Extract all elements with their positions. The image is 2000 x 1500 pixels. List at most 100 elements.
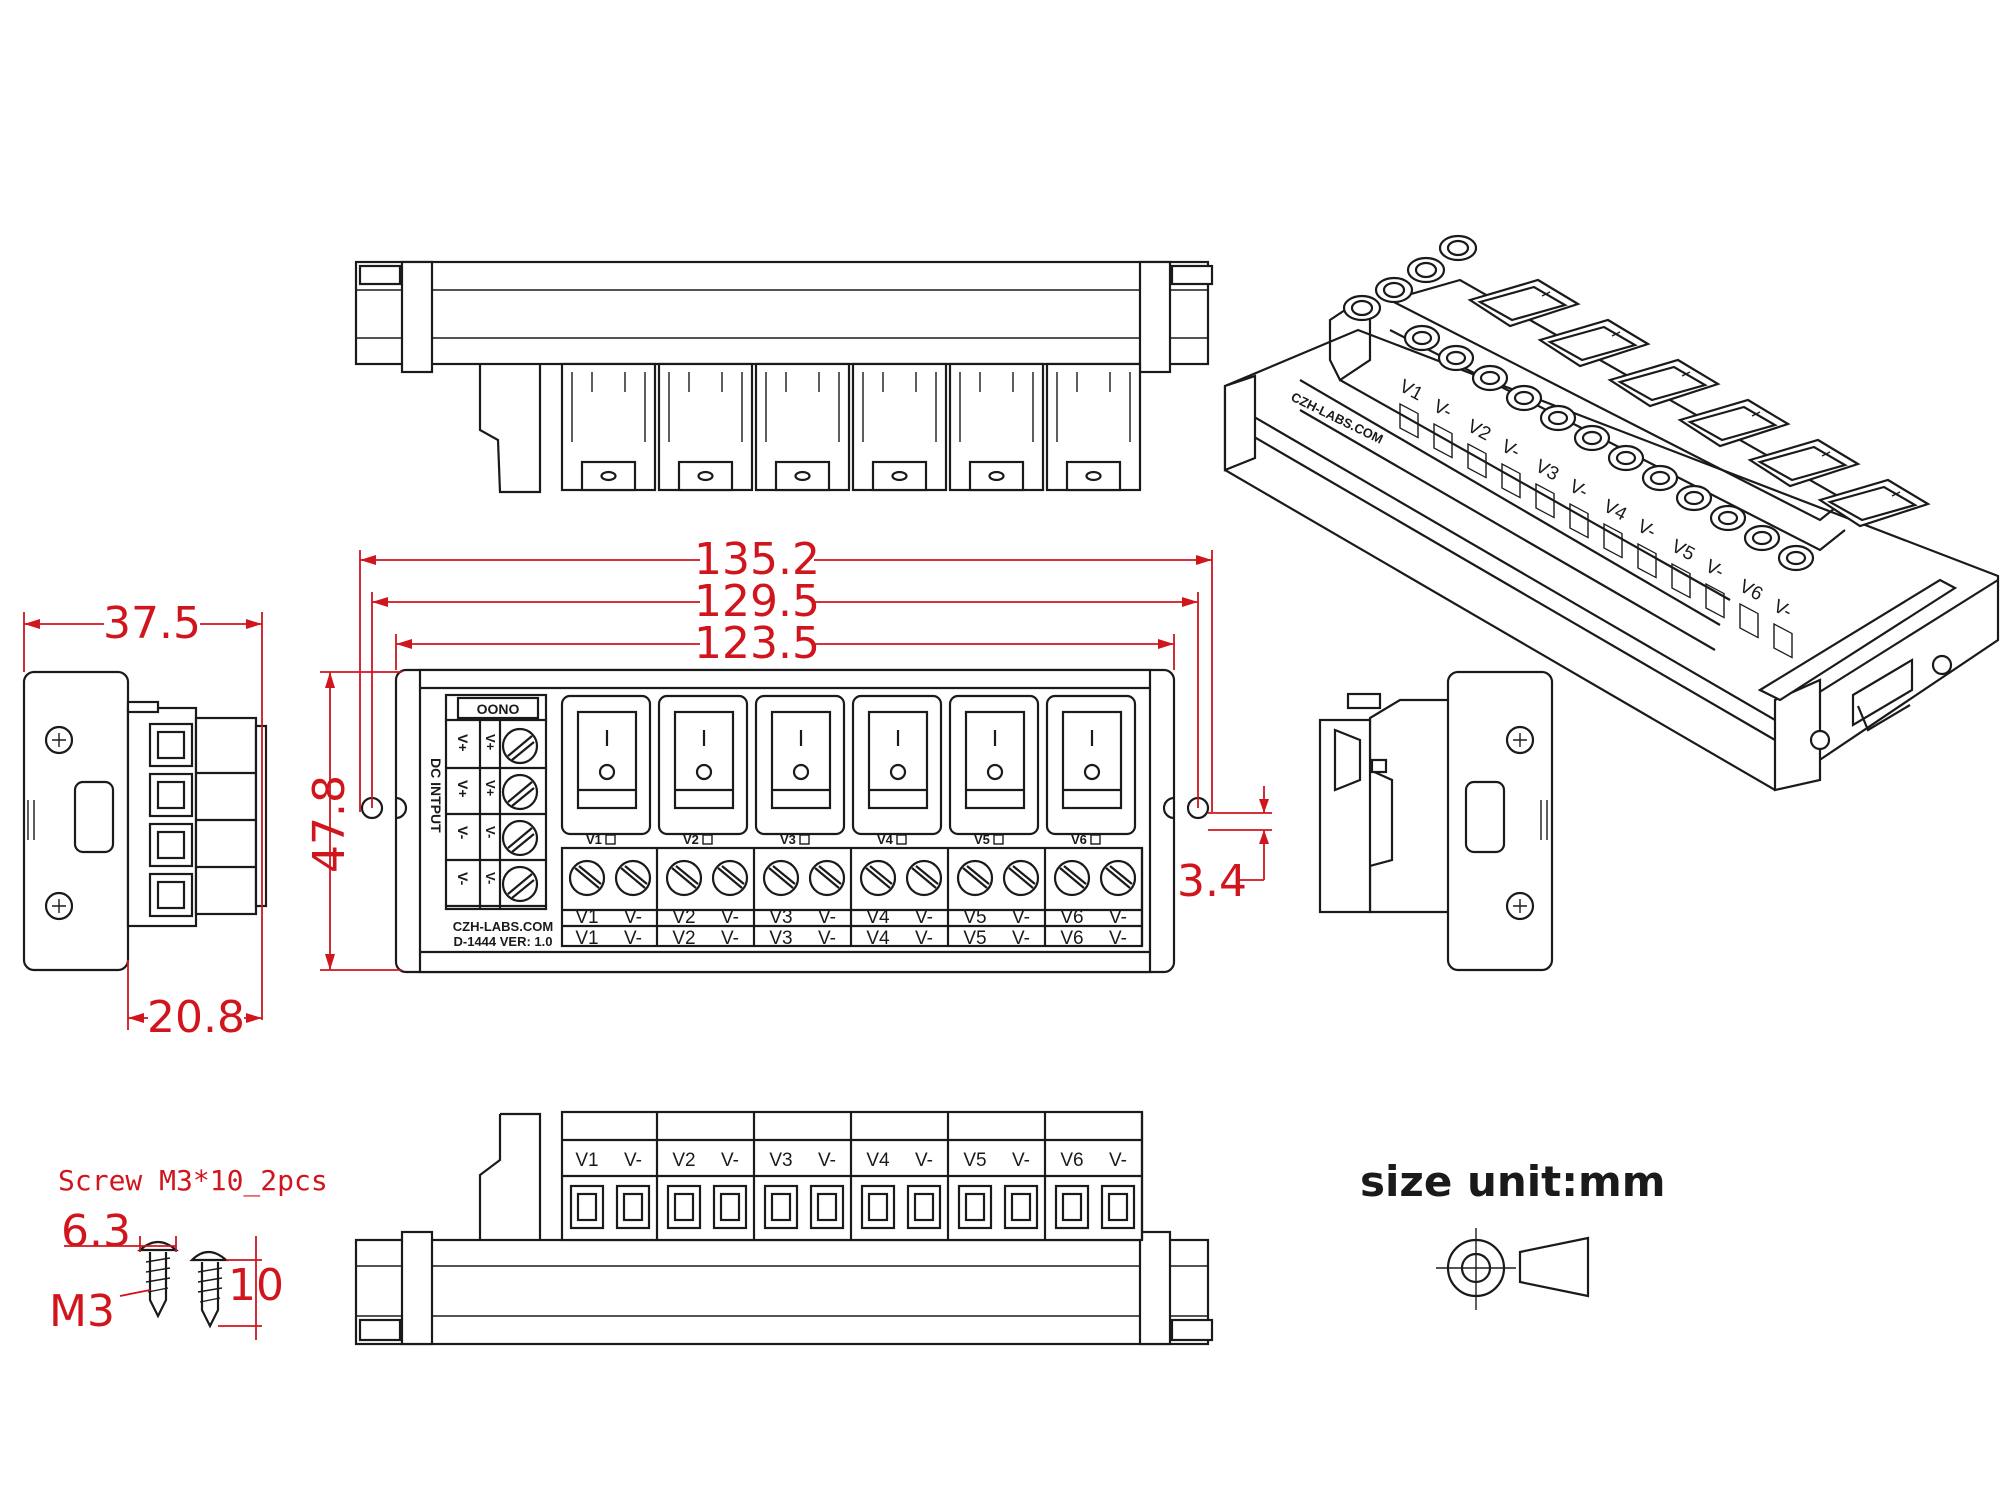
- rocker-switch-3[interactable]: [754, 694, 846, 836]
- bottom-terminal-label: V-: [818, 1150, 836, 1171]
- led-label: V6: [1071, 832, 1087, 847]
- rocker-switch-2[interactable]: [657, 694, 749, 836]
- terminal-label-small: V3: [769, 907, 792, 928]
- input-indicator-text: OONO: [477, 701, 520, 717]
- bottom-terminal-label: V2: [672, 1150, 695, 1171]
- terminal-label: V4: [866, 928, 890, 949]
- dim-rail-depth: 20.8: [147, 992, 245, 1043]
- right-side-view: [1318, 670, 1554, 972]
- input-screw[interactable]: [501, 865, 539, 903]
- screw-title: Screw M3*10_2pcs: [58, 1164, 328, 1198]
- led-indicator: [896, 834, 907, 845]
- dc-input-label: DC INTPUT: [428, 758, 444, 833]
- led-label: V1: [586, 832, 602, 847]
- terminal-label-small: V4: [866, 907, 890, 928]
- rocker-switch-6[interactable]: [1045, 694, 1137, 836]
- screw-terminal[interactable]: [859, 859, 897, 897]
- input-terminal-label-small: V+: [483, 734, 498, 751]
- bottom-terminal-label: V-: [915, 1150, 933, 1171]
- dimensions: 135.2 129.5 123.5 47.8 3.4: [23, 534, 1272, 1043]
- screw-terminal[interactable]: [1099, 859, 1137, 897]
- top-switch-housing: [1045, 362, 1142, 492]
- terminal-label: V-: [721, 928, 739, 949]
- led-indicator: [702, 834, 713, 845]
- input-screw[interactable]: [501, 773, 539, 811]
- terminal-label-small: V-: [1109, 907, 1127, 928]
- terminal-label-small: V2: [672, 907, 695, 928]
- screw-terminal[interactable]: [665, 859, 703, 897]
- rocker-switch-1[interactable]: [560, 694, 652, 836]
- led-indicator: [605, 834, 616, 845]
- input-terminal-label: V-: [455, 826, 471, 840]
- bottom-terminal-label: V-: [1109, 1150, 1127, 1171]
- size-unit-label: size unit:mm: [1360, 1157, 1666, 1206]
- input-terminal-label-small: V-: [483, 826, 498, 838]
- screw-head-dim: 6.3: [61, 1206, 131, 1257]
- terminal-label: V6: [1060, 928, 1083, 949]
- screw-terminal[interactable]: [762, 859, 800, 897]
- input-terminal-label-small: V+: [483, 780, 498, 797]
- screw-terminal[interactable]: [905, 859, 943, 897]
- board-version: D-1444 VER: 1.0: [454, 934, 553, 949]
- screw-terminal[interactable]: [1053, 859, 1091, 897]
- bottom-terminal-label: V-: [721, 1150, 739, 1171]
- terminal-label: V-: [1109, 928, 1127, 949]
- terminal-label-small: V-: [818, 907, 836, 928]
- led-label: V5: [974, 832, 990, 847]
- screw-terminal[interactable]: [568, 859, 606, 897]
- screw-thread: M3: [49, 1286, 115, 1337]
- top-view: [354, 260, 1214, 494]
- terminal-label-small: V-: [721, 907, 739, 928]
- top-switch-housing: [560, 362, 657, 492]
- input-terminal-label: V+: [455, 780, 471, 798]
- bottom-terminal-label: V4: [866, 1150, 890, 1171]
- input-terminal-label: V+: [455, 734, 471, 752]
- led-label: V2: [683, 832, 699, 847]
- led-label: V4: [877, 832, 894, 847]
- screw-terminal[interactable]: [1002, 859, 1040, 897]
- screw-length: 10: [228, 1260, 284, 1311]
- screw-terminal[interactable]: [711, 859, 749, 897]
- terminal-label-small: V-: [624, 907, 642, 928]
- terminal-label-small: V1: [575, 907, 598, 928]
- dim-depth: 37.5: [103, 598, 201, 649]
- isometric-view: V1V-V2V-V3V-V4V-V5V-V6V- CZH-LABS.COM: [1223, 234, 2000, 792]
- terminal-label: V1: [575, 928, 598, 949]
- terminal-label-small: V-: [915, 907, 933, 928]
- input-terminal-label: V-: [455, 872, 471, 886]
- terminal-label: V2: [672, 928, 695, 949]
- led-indicator: [1090, 834, 1101, 845]
- bottom-terminal-label: V3: [769, 1150, 792, 1171]
- terminal-label-small: V6: [1060, 907, 1083, 928]
- bottom-terminal-label: V-: [624, 1150, 642, 1171]
- top-switch-housing: [754, 362, 851, 492]
- bottom-terminal-label: V-: [1012, 1150, 1030, 1171]
- led-indicator: [799, 834, 810, 845]
- rocker-switch-4[interactable]: [851, 694, 943, 836]
- projection-symbol: [1436, 1228, 1590, 1310]
- bottom-view: V1 V- V2 V- V3 V- V4 V- V5 V- V6 V-: [354, 1110, 1214, 1346]
- left-side-view: V+V+V-V-: [22, 670, 268, 972]
- board-brand: CZH-LABS.COM: [453, 919, 553, 934]
- input-screw[interactable]: [501, 819, 539, 857]
- screw-terminal[interactable]: [614, 859, 652, 897]
- screw-terminal[interactable]: [956, 859, 994, 897]
- bottom-terminal-label: V5: [963, 1150, 986, 1171]
- bottom-terminal-label: V1: [575, 1150, 598, 1171]
- rocker-switch-5[interactable]: [948, 694, 1040, 836]
- terminal-label: V-: [624, 928, 642, 949]
- input-terminal-label-small: V-: [483, 872, 498, 884]
- terminal-label: V-: [915, 928, 933, 949]
- terminal-label-small: V-: [1012, 907, 1030, 928]
- screw-terminal[interactable]: [808, 859, 846, 897]
- terminal-label: V-: [818, 928, 836, 949]
- dim-height: 47.8: [304, 775, 355, 873]
- terminal-label: V3: [769, 928, 792, 949]
- bottom-terminal-label: V6: [1060, 1150, 1083, 1171]
- led-indicator: [993, 834, 1004, 845]
- led-label: V3: [780, 832, 796, 847]
- terminal-label-small: V5: [963, 907, 986, 928]
- input-screw[interactable]: [501, 727, 539, 765]
- terminal-label: V5: [963, 928, 986, 949]
